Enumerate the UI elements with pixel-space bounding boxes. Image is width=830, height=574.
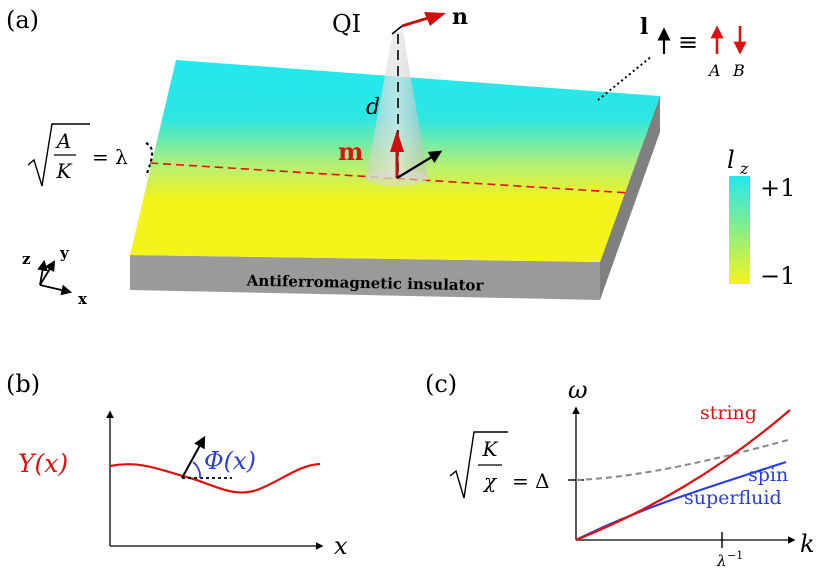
l-label: l bbox=[640, 14, 648, 40]
n-arrow-shaft bbox=[401, 16, 429, 28]
gap-frac-num: K bbox=[482, 437, 499, 461]
omega-label: ω bbox=[568, 376, 588, 404]
sqrt-lambda-symbol bbox=[27, 123, 90, 187]
k-label: k bbox=[800, 530, 815, 558]
phi-label: Φ(x) bbox=[204, 447, 256, 475]
gap-frac-den: χ bbox=[482, 469, 498, 493]
lambda-inverse-sup: −1 bbox=[727, 549, 743, 562]
dispersion-dashed bbox=[575, 439, 789, 481]
lambda-frac-num: A bbox=[55, 129, 71, 153]
profile-curve bbox=[109, 462, 321, 494]
z-axis-label: z bbox=[22, 250, 31, 268]
spin-label: spin bbox=[748, 464, 788, 486]
n-arrow-stem bbox=[391, 25, 403, 35]
probe-label: QI bbox=[332, 10, 361, 38]
phi-arrow bbox=[181, 435, 206, 479]
sublattice-b-label: B bbox=[732, 61, 745, 80]
y-axis-label: y bbox=[59, 244, 70, 262]
panel-c-label: (c) bbox=[425, 370, 457, 398]
z-axis-arrow bbox=[37, 259, 48, 286]
string-label: string bbox=[700, 402, 757, 424]
slab-front-face bbox=[130, 255, 600, 300]
lambda-eq: = λ bbox=[92, 145, 128, 169]
sublattice-a-label: A bbox=[707, 61, 721, 80]
lambda-inverse-label: λ bbox=[716, 552, 727, 570]
colorbar-subscript: z bbox=[739, 159, 749, 178]
x-axis-arrow bbox=[39, 284, 73, 296]
m-arrow-head bbox=[390, 130, 404, 152]
d-label: d bbox=[366, 95, 380, 120]
panel-b-label: (b) bbox=[6, 370, 40, 398]
inplane-arrow bbox=[396, 150, 443, 179]
probe-cone bbox=[366, 32, 428, 178]
lambda-brace bbox=[144, 142, 154, 177]
colorbar-top-label: +1 bbox=[760, 174, 795, 202]
colorbar-bottom-label: −1 bbox=[760, 262, 795, 290]
panel-a-label: (a) bbox=[6, 6, 39, 34]
x-axis-label: x bbox=[78, 290, 88, 308]
y-axis-arrow bbox=[39, 260, 56, 286]
y-of-x-label: Y(x) bbox=[18, 449, 68, 478]
l-pointer bbox=[597, 55, 653, 101]
phi-arc bbox=[192, 461, 201, 479]
gap-eq: = Δ bbox=[512, 469, 550, 493]
colorbar-label: l bbox=[727, 146, 735, 174]
spin-superfluid-curve bbox=[575, 460, 787, 541]
colorbar bbox=[729, 176, 750, 284]
sqrt-gap-symbol bbox=[449, 431, 508, 499]
superfluid-label: superfluid bbox=[684, 487, 782, 509]
lambda-frac-den: K bbox=[56, 159, 73, 183]
panel-b-x-label: x bbox=[334, 532, 348, 560]
n-label: n bbox=[452, 4, 468, 30]
slab-label: Antiferromagnetic insulator bbox=[246, 272, 485, 295]
string-curve bbox=[575, 409, 791, 542]
n-arrow-head bbox=[424, 12, 446, 26]
slab-side-face bbox=[600, 96, 660, 300]
equiv-symbol: ≡ bbox=[678, 28, 698, 56]
m-label: m bbox=[338, 137, 363, 166]
